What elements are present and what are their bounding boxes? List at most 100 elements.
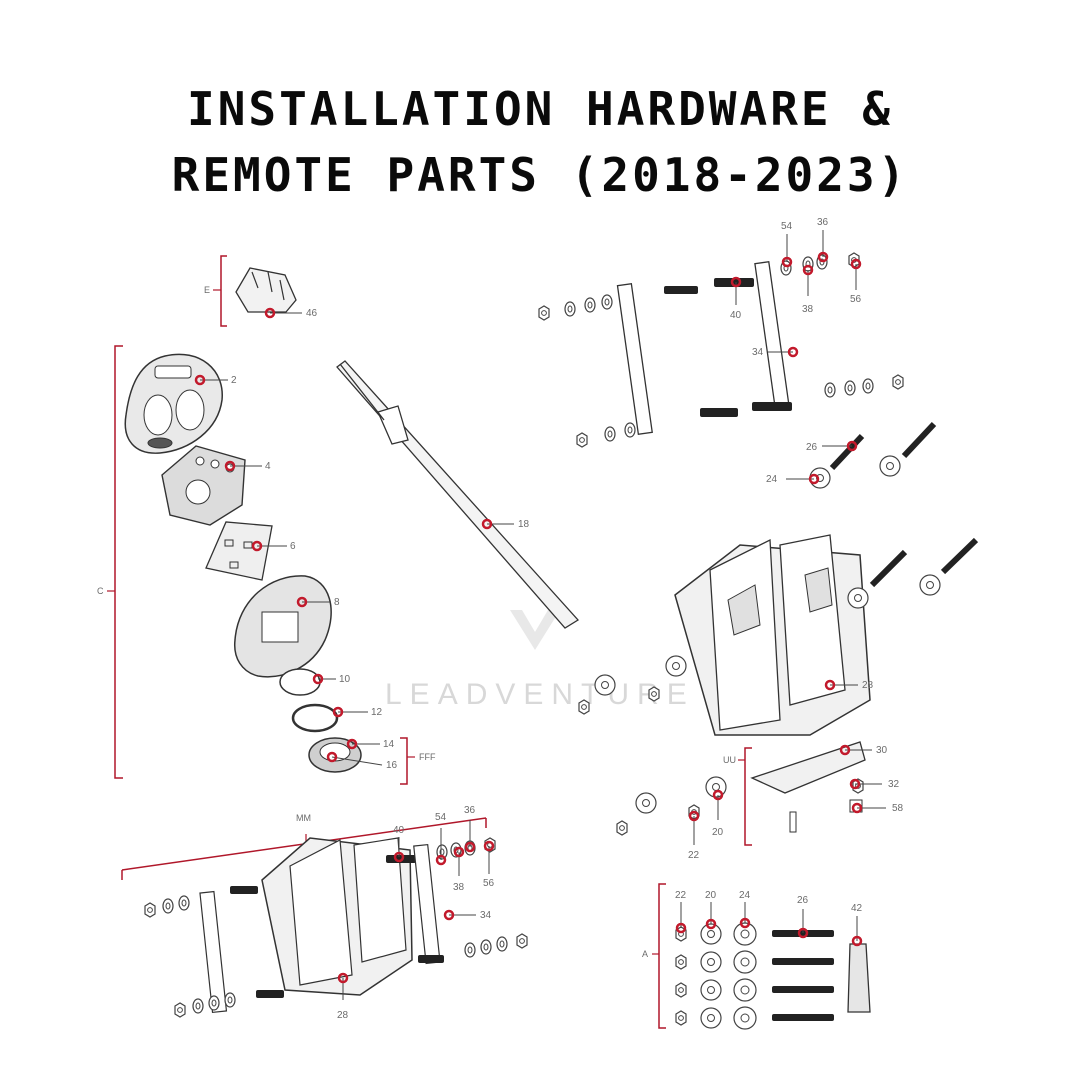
callout-label-c56b: 56: [483, 878, 495, 889]
callout-dot-c34a: [787, 346, 799, 358]
lever-part: [847, 943, 871, 1013]
callout-label-c34b: 34: [480, 910, 492, 921]
callout-dot-c22b: [675, 922, 687, 934]
callout-dot-c8: [296, 596, 308, 608]
remote-bottom-housing: [234, 575, 332, 678]
callout-label-c8: 8: [334, 597, 340, 608]
title-line-2: REMOTE PARTS (2018-2023): [171, 148, 909, 202]
callout-label-c22a: 22: [688, 850, 700, 861]
group-mm-assembly: MM: [121, 813, 528, 1018]
callout-label-c40a: 40: [730, 310, 742, 321]
group-fff: FFF: [400, 737, 436, 785]
callout-label-c58: 58: [892, 803, 904, 814]
callout-label-c2: 2: [231, 375, 237, 386]
callout-label-c16: 16: [386, 760, 398, 771]
mounting-strap: [336, 360, 580, 629]
callout-dot-c36a: [817, 251, 829, 263]
callout-dot-c22a: [688, 810, 700, 822]
title-line-1: INSTALLATION HARDWARE &: [187, 82, 893, 136]
callout-label-c28b: 28: [337, 1010, 349, 1021]
callout-label-c24a: 24: [766, 474, 778, 485]
callout-dot-c34b: [443, 909, 455, 921]
callout-dot-c6: [251, 540, 263, 552]
remote-clip-part: [235, 267, 297, 313]
callout-dot-c20a: [712, 789, 724, 801]
callout-dot-c40a: [730, 276, 742, 288]
callout-dot-c16: [326, 751, 338, 763]
callout-label-c40b: 40: [393, 825, 405, 836]
plate-uu: UU: [616, 741, 866, 846]
callout-label-c56a: 56: [850, 294, 862, 305]
callout-dot-c26a: [846, 440, 858, 452]
main-mounting-bracket: [578, 534, 979, 736]
callout-label-c24b: 24: [739, 890, 751, 901]
callout-dot-c28b: [337, 972, 349, 984]
callout-dot-c54b: [435, 854, 447, 866]
callout-dot-c14: [346, 738, 358, 750]
callout-dot-c20b: [705, 918, 717, 930]
callout-label-c10: 10: [339, 674, 351, 685]
callout-label-c54a: 54: [781, 221, 793, 232]
callout-dot-c26b: [797, 927, 809, 939]
callout-dot-c24b: [739, 917, 751, 929]
callout-label-c26a: 26: [806, 442, 818, 453]
callout-label-c20b: 20: [705, 890, 717, 901]
callout-label-c36b: 36: [464, 805, 476, 816]
callout-label-c12: 12: [371, 707, 383, 718]
callout-label-c20a: 20: [712, 827, 724, 838]
callout-label-c22b: 22: [675, 890, 687, 901]
callout-dot-c42: [851, 935, 863, 947]
callout-dot-c18: [481, 518, 493, 530]
group-label-e: E: [204, 285, 210, 295]
group-label-fff: FFF: [419, 752, 436, 762]
callout-label-c14: 14: [383, 739, 395, 750]
callout-leader-c16: [331, 756, 383, 766]
callout-dot-c10: [312, 673, 324, 685]
remote-top-cover: [124, 353, 223, 454]
callout-label-c4: 4: [265, 461, 271, 472]
callout-dot-c28a: [824, 679, 836, 691]
callout-label-c28a: 28: [862, 680, 874, 691]
callout-label-c38b: 38: [453, 882, 465, 893]
remote-label-plate: [205, 521, 273, 581]
callout-label-c42: 42: [851, 903, 863, 914]
callout-dot-c38a: [802, 264, 814, 276]
callout-dot-c24a: [808, 473, 820, 485]
callout-label-c34a: 34: [752, 347, 764, 358]
callout-label-c54b: 54: [435, 812, 447, 823]
group-a-kit: A: [642, 883, 871, 1030]
group-label-mm: MM: [296, 813, 311, 823]
group-label-a: A: [642, 949, 648, 959]
group-e: E: [204, 255, 297, 327]
callout-label-c18: 18: [518, 519, 530, 530]
o-ring: [291, 703, 339, 733]
callout-dot-c4: [224, 460, 236, 472]
watermark-text: LEADVENTURE: [385, 678, 695, 711]
callout-dot-c58: [851, 802, 863, 814]
callout-label-c30: 30: [876, 745, 888, 756]
group-c-bracket: C: [97, 345, 123, 779]
callout-dot-c32: [849, 778, 861, 790]
callout-dot-c12: [332, 706, 344, 718]
group-label-uu: UU: [723, 755, 736, 765]
remote-circuit-board: [161, 445, 246, 526]
callout-label-c32: 32: [888, 779, 900, 790]
top-right-hardware: [538, 252, 937, 489]
callout-label-c36a: 36: [817, 217, 829, 228]
group-label-c: C: [97, 586, 104, 596]
callout-label-c6: 6: [290, 541, 296, 552]
callout-label-c26b: 26: [797, 895, 809, 906]
callout-dot-c2: [194, 374, 206, 386]
callout-dot-c56b: [483, 840, 495, 852]
callout-dot-c56a: [850, 258, 862, 270]
callout-dot-c30: [839, 744, 851, 756]
callout-label-c46: 46: [306, 308, 318, 319]
watermark-logo: [510, 610, 560, 650]
callout-dot-c54a: [781, 256, 793, 268]
callout-dot-c36b: [464, 841, 476, 853]
callout-label-c38a: 38: [802, 304, 814, 315]
callout-dot-c46: [264, 307, 276, 319]
callout-dot-c40b: [393, 851, 405, 863]
